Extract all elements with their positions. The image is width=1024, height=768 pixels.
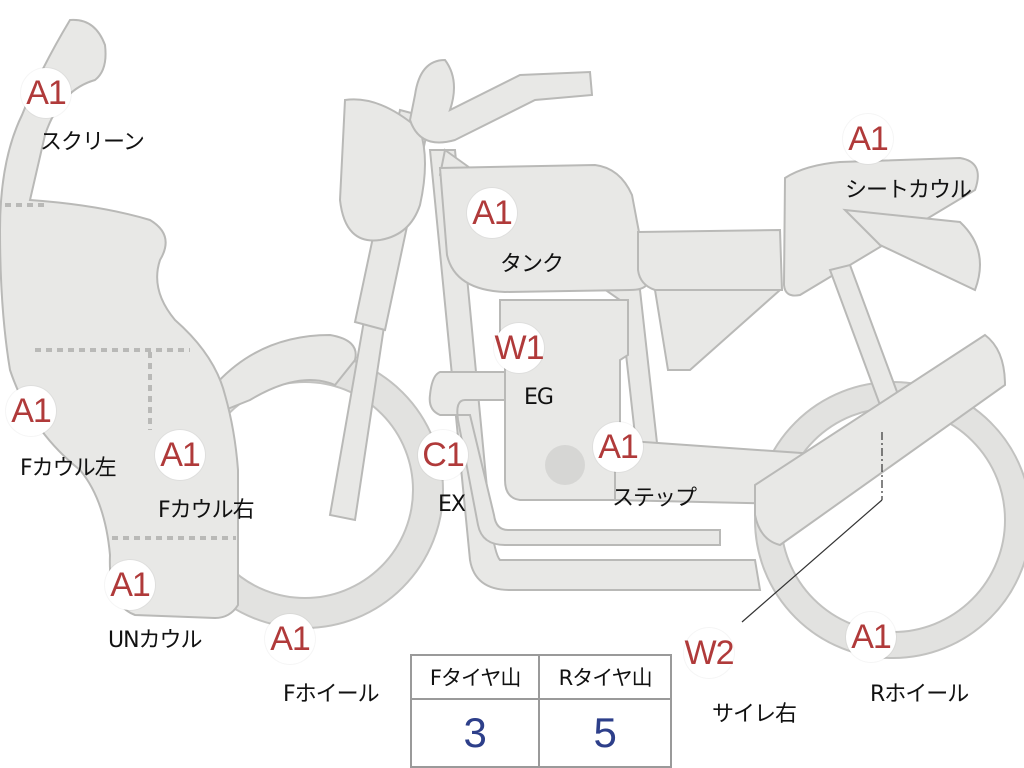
r-wheel-label: Rホイール bbox=[870, 682, 969, 707]
step-grade-badge: A1 bbox=[593, 422, 643, 472]
exhaust-label: EX bbox=[438, 492, 466, 517]
engine-grade-badge: W1 bbox=[494, 323, 545, 373]
engine-label: EG bbox=[524, 385, 554, 410]
front-tire-tread-value: 3 bbox=[409, 698, 541, 768]
silencer-shape bbox=[754, 333, 1007, 547]
f-cowl-left-grade-badge: A1 bbox=[6, 386, 56, 436]
tank-grade-badge: A1 bbox=[467, 188, 517, 238]
screen-grade-badge: A1 bbox=[21, 68, 71, 118]
f-wheel-grade-badge: A1 bbox=[265, 614, 315, 664]
rear-tire-tread-header: Rタイヤ山 bbox=[538, 654, 672, 700]
seat-cowl-grade-badge: A1 bbox=[843, 114, 893, 164]
r-wheel-grade-badge: A1 bbox=[846, 612, 896, 662]
front-fender bbox=[213, 333, 357, 412]
front-tire-tread-header: Fタイヤ山 bbox=[409, 654, 541, 700]
tire-tread-table: Fタイヤ山 Rタイヤ山 3 5 bbox=[409, 654, 672, 768]
seat-shape bbox=[637, 228, 784, 291]
tank-label: タンク bbox=[500, 252, 564, 277]
exhaust-pipe-shape bbox=[428, 371, 721, 546]
rear-tire-tread-value: 5 bbox=[538, 698, 672, 768]
silencer-right-label: サイレ右 bbox=[712, 702, 797, 727]
step-label: ステップ bbox=[612, 486, 697, 511]
handlebar bbox=[408, 58, 594, 144]
screen-label: スクリーン bbox=[40, 130, 145, 155]
exhaust-grade-badge: C1 bbox=[418, 430, 468, 480]
seat-cowl-label: シートカウル bbox=[845, 178, 972, 203]
f-cowl-right-label: Fカウル右 bbox=[158, 498, 255, 523]
f-cowl-left-label: Fカウル左 bbox=[20, 456, 117, 481]
f-wheel-label: Fホイール bbox=[283, 682, 380, 707]
under-cowl-label: UNカウル bbox=[108, 628, 203, 653]
under-cowl-grade-badge: A1 bbox=[105, 560, 155, 610]
silencer-right-grade-badge: W2 bbox=[684, 628, 735, 678]
f-cowl-right-grade-badge: A1 bbox=[155, 430, 205, 480]
headlight-shape bbox=[338, 98, 426, 242]
